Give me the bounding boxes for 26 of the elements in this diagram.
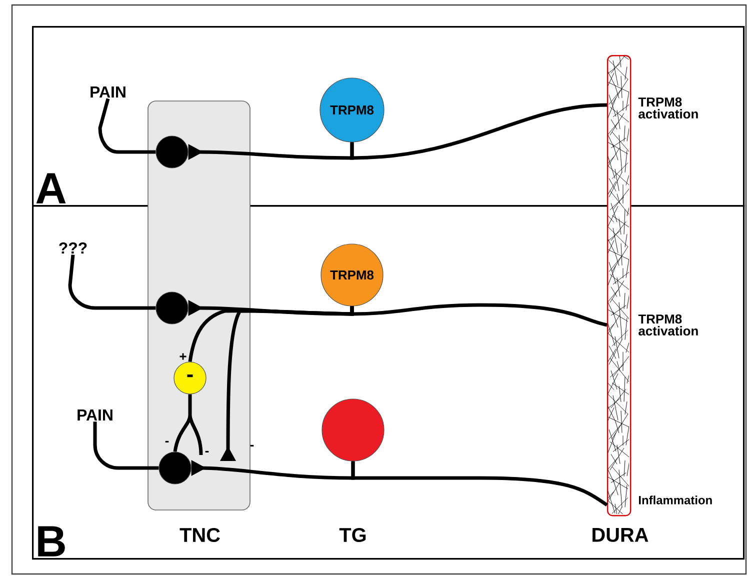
neuron-soma bbox=[156, 292, 188, 324]
annotation: TRPM8 activation bbox=[638, 314, 698, 336]
cell-body bbox=[322, 398, 384, 462]
nerve-fiber bbox=[93, 422, 159, 470]
region-label: TNC bbox=[180, 528, 220, 542]
annotation: TRPM8 activation bbox=[638, 97, 698, 119]
region-label: DURA bbox=[592, 528, 648, 542]
sign-label: - bbox=[250, 444, 254, 446]
cell-body: TRPM8 bbox=[320, 78, 384, 142]
cell-body: TRPM8 bbox=[320, 244, 384, 306]
stimulus-label: PAIN bbox=[90, 86, 126, 98]
nerve-fiber bbox=[173, 392, 203, 457]
region-label: TG bbox=[339, 528, 366, 542]
neuron-soma bbox=[158, 452, 192, 484]
sign-label: - bbox=[165, 440, 169, 442]
stimulus-label: PAIN bbox=[78, 410, 112, 420]
stimulus-label: ??? bbox=[59, 242, 87, 254]
annotation: Inflammation bbox=[639, 496, 712, 504]
nerve-fiber bbox=[68, 254, 156, 310]
nerve-fiber bbox=[98, 98, 156, 154]
nerve-fiber bbox=[188, 142, 354, 160]
sign-label: + bbox=[180, 353, 186, 360]
cell-body: - bbox=[174, 362, 206, 394]
sign-label: - bbox=[205, 450, 209, 452]
neuron-soma bbox=[156, 136, 188, 168]
dura-layer bbox=[607, 55, 632, 516]
